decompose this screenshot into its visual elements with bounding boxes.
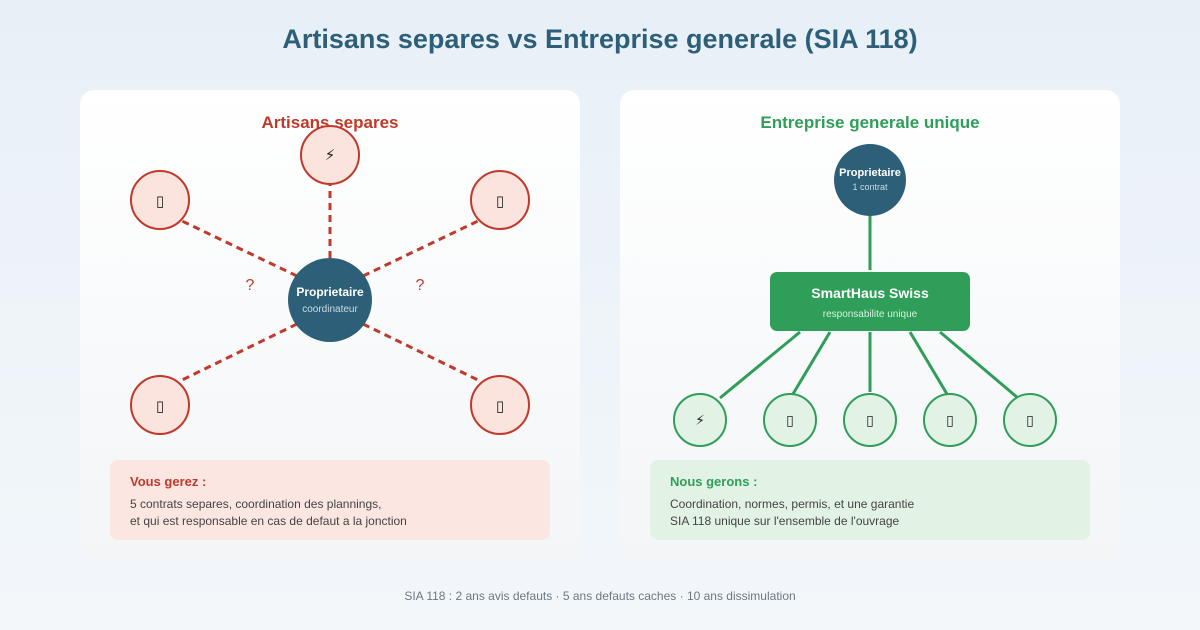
trade-icon: ▯ — [496, 192, 504, 210]
trade-node: ▯ — [763, 393, 817, 447]
you-manage-line: et qui est responsable en cas de defaut … — [130, 514, 407, 528]
right-diagram: Entreprise generale unique Proprietaire … — [673, 113, 1057, 447]
question-mark-left: ? — [246, 277, 255, 294]
connector-company-trade — [939, 330, 1019, 400]
trade-node: ⚡ — [673, 393, 727, 447]
connector-company-trade — [908, 331, 949, 395]
company-label: SmartHaus Swiss — [811, 285, 929, 301]
trade-node: ▯ — [470, 170, 530, 230]
owner-hub: Proprietaire coordinateur — [288, 258, 372, 342]
company-sub-label: responsabilite unique — [823, 309, 918, 320]
trade-node: ▯ — [843, 393, 897, 447]
connector-bottom-right — [362, 322, 479, 382]
you-manage-box: Vous gerez : 5 contrats separes, coordin… — [110, 460, 550, 540]
trade-icon: ▯ — [496, 397, 504, 415]
trade-node: ▯ — [470, 375, 530, 435]
page-title: Artisans separes vs Entreprise generale … — [282, 24, 918, 54]
company-node: SmartHaus Swiss responsabilite unique — [770, 272, 970, 331]
trade-node: ⚡ — [300, 125, 360, 185]
panel-separate-artisans: Artisans separes ? ? ⚡ ▯ ▯ ▯ — [80, 90, 580, 560]
we-manage-title: Nous gerons : — [670, 474, 758, 489]
lightning-icon: ⚡ — [325, 146, 336, 164]
connector-top-right — [362, 219, 479, 278]
trade-icon: ▯ — [946, 413, 954, 429]
trade-node: ▯ — [1003, 393, 1057, 447]
connector-company-trade — [719, 330, 801, 400]
owner-label: Proprietaire — [296, 285, 364, 299]
you-manage-title: Vous gerez : — [130, 474, 207, 489]
trade-icon: ▯ — [866, 413, 874, 429]
footer-note: SIA 118 : 2 ans avis defauts · 5 ans def… — [404, 589, 796, 603]
connector-bottom-left — [181, 322, 298, 382]
trade-node: ▯ — [130, 170, 190, 230]
owner-label: Proprietaire — [839, 167, 901, 179]
trade-icon: ▯ — [1026, 413, 1034, 429]
panel-general-contractor: Entreprise generale unique Proprietaire … — [620, 90, 1120, 560]
trade-icon: ▯ — [156, 397, 164, 415]
owner-sub-label: coordinateur — [302, 304, 358, 315]
left-heading: Artisans separes — [261, 113, 398, 132]
we-manage-line: Coordination, normes, permis, et une gar… — [670, 497, 915, 511]
trade-icon: ▯ — [156, 192, 164, 210]
we-manage-box: Nous gerons : Coordination, normes, perm… — [650, 460, 1090, 540]
right-heading: Entreprise generale unique — [760, 113, 979, 132]
you-manage-line: 5 contrats separes, coordination des pla… — [130, 497, 382, 511]
trade-node: ▯ — [923, 393, 977, 447]
owner-sub-label: 1 contrat — [852, 182, 888, 192]
trade-node: ▯ — [130, 375, 190, 435]
owner-node: Proprietaire 1 contrat — [834, 144, 906, 216]
question-mark-right: ? — [416, 277, 425, 294]
connector-company-trade — [791, 331, 832, 395]
trade-icon: ▯ — [786, 413, 794, 429]
left-diagram: Artisans separes ? ? ⚡ ▯ ▯ ▯ — [130, 113, 530, 435]
lightning-icon: ⚡ — [695, 413, 705, 429]
we-manage-line: SIA 118 unique sur l'ensemble de l'ouvra… — [670, 514, 900, 528]
connector-top-left — [181, 219, 298, 278]
